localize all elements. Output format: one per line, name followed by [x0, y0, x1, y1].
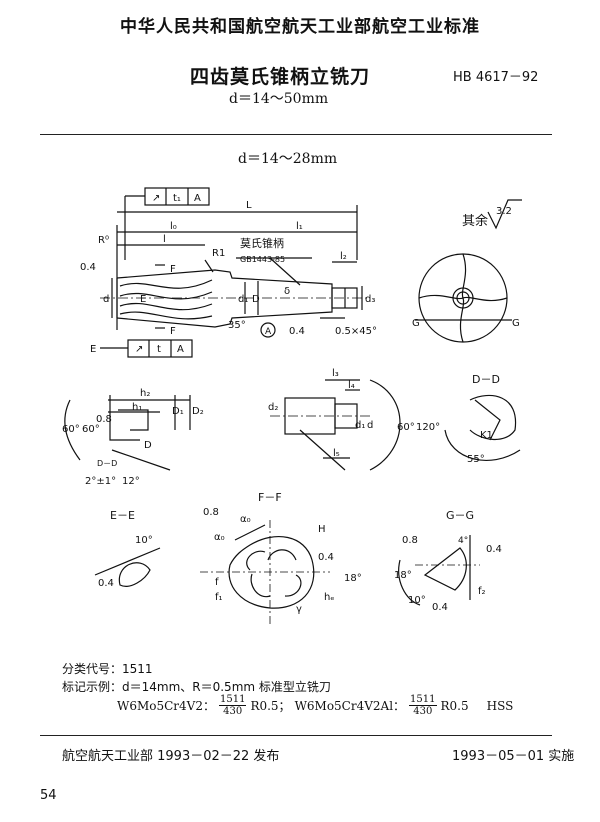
diameter-range: d＝14～50mm — [229, 91, 329, 107]
section-mark-E-arrow: E — [90, 344, 96, 355]
ra-08-ff: 0.8 — [203, 507, 219, 518]
dim-d: d — [103, 294, 109, 305]
angle-22: 12° — [122, 476, 140, 487]
marking-example-label: 标记示例：d＝14mm、R＝0.5mm 标准型立铣刀 — [62, 680, 331, 694]
dim-d1-mid: d₁ — [355, 420, 365, 431]
formula-suffix2: R0.5 — [440, 698, 469, 713]
dim-d2: d₂ — [268, 402, 278, 413]
dim-l5: l₅ — [333, 448, 340, 459]
issuer-date: 航空航天工业部 1993－02－22 发布 — [62, 749, 280, 764]
dim-L: L — [246, 200, 252, 211]
ra-04-ee: 0.4 — [98, 578, 114, 589]
formula-material1: W6Mo5Cr4V2： — [117, 699, 215, 713]
angle-10-gg: 10° — [408, 595, 426, 606]
angle-120: 120° — [416, 422, 440, 433]
section-mark-G-right: G — [512, 318, 520, 329]
dim-l2: l₂ — [340, 251, 347, 262]
angle-18: 18° — [394, 570, 412, 581]
dim-d3: d₃ — [365, 294, 375, 305]
formula-fraction-1: 1511 430 — [218, 694, 247, 717]
angle-14: 4° — [458, 536, 468, 546]
frame-bottom-symbol: ↗ — [135, 344, 143, 355]
ra-04-mid: 0.4 — [289, 326, 305, 337]
dim-d1: d₁ — [238, 294, 248, 305]
frame-top-value: t₁ — [173, 193, 181, 204]
gb-ref-label: GB1443-85 — [240, 255, 285, 264]
dim-D-left: D — [144, 440, 152, 451]
section-title-FF: F－F — [258, 491, 282, 504]
alpha0-a: α₀ — [240, 514, 251, 525]
dim-D2: D₂ — [192, 406, 204, 417]
dim-l3: l₃ — [332, 368, 339, 379]
effective-date: 1993－05－01 实施 — [452, 749, 575, 764]
document-title: 四齿莫氏锥柄立铣刀 — [190, 66, 371, 88]
angle-2: 2°±1° — [85, 476, 116, 487]
ministry-title: 中华人民共和国航空航天工业部航空工业标准 — [120, 17, 480, 37]
f2-label: f₂ — [478, 586, 486, 597]
angle-55: 55° — [467, 454, 485, 465]
section-title-DD: D－D — [472, 373, 500, 386]
dim-d-mid: d — [367, 420, 373, 431]
he-label: hₑ — [324, 592, 335, 603]
section-mark-G-left: G — [412, 318, 420, 329]
formula-material2: W6Mo5Cr4V2Al： — [294, 699, 406, 713]
section-mark-F-bottom: F — [170, 326, 176, 337]
dim-D1: D₁ — [172, 406, 184, 417]
gamma-label: γ — [296, 604, 302, 615]
ra-08-left: 0.8 — [96, 414, 112, 425]
frame-bottom-value: t — [157, 344, 161, 355]
angle-60-a: 60° — [62, 424, 80, 435]
ra-04-gg: 0.4 — [486, 544, 502, 555]
sub-range: d＝14～28mm — [238, 151, 338, 167]
datum-A-circle: A — [265, 327, 272, 337]
angle-60-b: 60° — [82, 424, 100, 435]
angle-60-mid: 60° — [397, 422, 415, 433]
formula-suffix1: R0.5； — [250, 699, 291, 713]
dim-R: R⁰ — [98, 235, 109, 246]
classification-code: 分类代号：1511 — [62, 662, 153, 676]
ra-04-ff: 0.4 — [318, 552, 334, 563]
section-mark-D: D－D — [97, 459, 117, 468]
standard-code: HB 4617－92 — [453, 70, 539, 85]
dim-l: l — [163, 234, 166, 245]
f1-label: f₁ — [215, 592, 223, 603]
section-mark-F-top: F — [170, 264, 176, 275]
alpha0-b: α₀ — [214, 532, 225, 543]
marking-formula: W6Mo5Cr4V2： 1511 430 R0.5； W6Mo5Cr4V2Al：… — [117, 694, 513, 717]
ra-08-gg: 0.8 — [402, 535, 418, 546]
dim-D: D — [252, 294, 260, 305]
header-rule — [40, 134, 552, 135]
roughness-other: 其余 — [462, 213, 488, 229]
frame-bottom-datum: A — [177, 344, 184, 355]
section-title-GG: G－G — [446, 509, 474, 522]
section-mark-E: E — [140, 294, 146, 305]
page-number: 54 — [40, 788, 57, 803]
angle-10-ee: 10° — [135, 535, 153, 546]
roughness-value: 3.2 — [496, 206, 512, 217]
dim-h1: h₁ — [132, 402, 142, 413]
dim-l4: l₄ — [348, 380, 355, 391]
dim-R1: R1 — [212, 248, 225, 259]
frame-top-datum: A — [194, 193, 201, 204]
angle-35: 35° — [228, 320, 246, 331]
label-H: H — [318, 524, 326, 535]
formula-hss: HSS — [486, 698, 514, 713]
footer-rule — [40, 735, 552, 736]
dim-l0: l₀ — [170, 221, 177, 232]
dim-h2: h₂ — [140, 388, 150, 399]
ra-04-gg2: 0.4 — [432, 602, 448, 613]
k1-label: K1 — [480, 430, 493, 441]
dim-delta: δ — [284, 286, 290, 297]
ra-04-left: 0.4 — [80, 262, 96, 273]
dim-l1: l₁ — [296, 221, 303, 232]
f-label: f — [215, 577, 219, 588]
angle-12: 18° — [344, 573, 362, 584]
section-title-EE: E－E — [110, 509, 135, 522]
chamfer-note: 0.5×45° — [335, 326, 377, 337]
morse-taper-label: 莫氏锥柄 — [240, 237, 284, 250]
frame-top-symbol: ↗ — [152, 193, 160, 204]
formula-fraction-2: 1511 430 — [409, 694, 437, 717]
